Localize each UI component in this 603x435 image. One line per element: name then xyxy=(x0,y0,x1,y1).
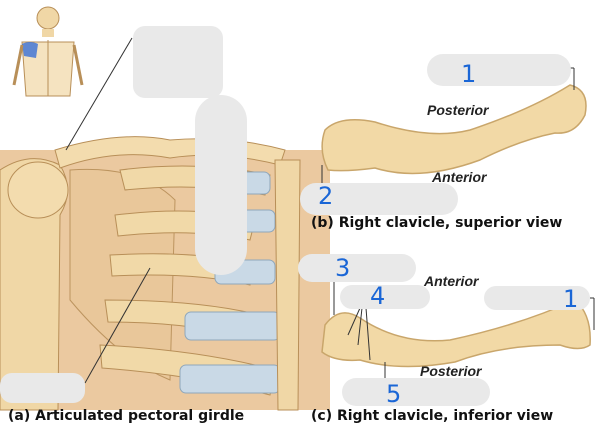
label-blank-b-2 xyxy=(300,183,458,215)
label-blank-c-1 xyxy=(484,286,590,310)
label-blank-a-overlay xyxy=(195,95,247,275)
label-blank-b-1 xyxy=(427,54,571,86)
direction-b-anterior: Anterior xyxy=(432,169,487,185)
label-blank-a-bottom xyxy=(0,373,85,403)
direction-b-posterior: Posterior xyxy=(427,102,489,118)
label-blank-c-5 xyxy=(342,378,490,406)
caption-panel-c: (c) Right clavicle, inferior view xyxy=(311,408,554,424)
direction-c-anterior: Anterior xyxy=(424,273,479,289)
handwritten-label-c-1: 1 xyxy=(563,285,579,313)
handwritten-label-b-2: 2 xyxy=(318,182,334,210)
handwritten-label-b-1: 1 xyxy=(461,60,477,88)
label-blank-c-3 xyxy=(298,254,416,282)
clavicle-inferior-view xyxy=(321,282,595,380)
skeleton-thumbnail xyxy=(12,6,84,97)
handwritten-label-c-4: 4 xyxy=(370,282,386,310)
handwritten-label-c-3: 3 xyxy=(335,254,351,282)
handwritten-label-c-5: 5 xyxy=(386,380,402,408)
label-blank-a-top xyxy=(133,26,223,98)
caption-panel-a: (a) Articulated pectoral girdle xyxy=(8,408,245,424)
label-blank-c-4 xyxy=(340,285,430,309)
clavicle-superior-view xyxy=(321,67,587,183)
panel-a-artwork xyxy=(0,37,330,411)
caption-panel-b: (b) Right clavicle, superior view xyxy=(311,215,563,231)
direction-c-posterior: Posterior xyxy=(420,363,482,379)
